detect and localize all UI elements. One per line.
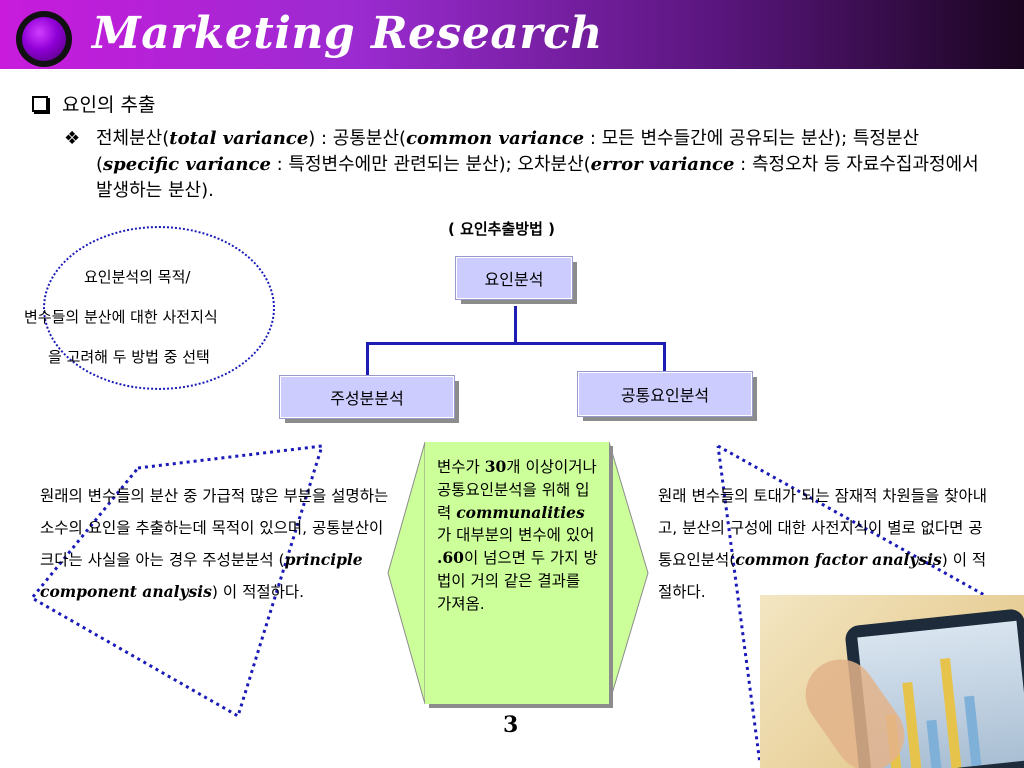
factor-analysis-label: 요인분석: [484, 270, 544, 289]
communalities-text: 변수가 30개 이상이거나 공통요인분석을 위해 입력 communalitie…: [437, 456, 599, 616]
variance-definition-text: 전체분산(total variance) : 공통분산(common varia…: [96, 126, 994, 204]
checkbox-bullet-icon: [32, 95, 48, 112]
text-run: 가 대부분의 변수에 있어: [437, 526, 595, 545]
text-run: ) 이 적절하다.: [211, 583, 305, 601]
common-factor-label: 공통요인분석: [620, 386, 710, 405]
term-communalities: communalities: [456, 502, 585, 522]
text-run: 변수가: [437, 458, 485, 476]
method-caption: ( 요인추출방법 ): [448, 220, 555, 238]
page-number: 3: [503, 712, 519, 738]
number-060: .60: [437, 548, 464, 568]
number-30: 30: [484, 457, 507, 476]
connector-line: [663, 342, 666, 372]
diamond-bullet-icon: ❖: [64, 128, 81, 149]
connector-line: [514, 306, 517, 344]
text-run: 원래 변수들의 토대가 되는 잠재적 차원들을 찾아내고, 분산의 구성에 대한…: [658, 487, 988, 569]
term-error-variance: error variance: [590, 154, 735, 175]
term-specific-variance: specific variance: [103, 154, 271, 175]
text-run: 이 넘으면 두 가지 방법이 거의 같은 결과를 가져옴.: [437, 549, 598, 613]
term-total-variance: total variance: [169, 128, 309, 149]
common-factor-box: 공통요인분석: [577, 371, 753, 417]
term-common-factor: common factor analysis: [735, 550, 942, 569]
text-run: ) : 공통분산(: [308, 128, 407, 149]
connector-line: [366, 342, 666, 345]
bullet-heading-text: 요인의 추출: [62, 94, 156, 116]
bullet-heading: 요인의 추출: [32, 90, 155, 117]
principal-component-box: 주성분분석: [279, 375, 455, 419]
text-run: ) 이 적절하다.: [658, 551, 987, 601]
communalities-card: 변수가 30개 이상이거나 공통요인분석을 위해 입력 communalitie…: [425, 442, 609, 704]
dotted-ellipse: [43, 226, 275, 390]
principal-component-label: 주성분분석: [330, 389, 404, 408]
note-line-2: 변수들의 분산에 대한 사전지식: [24, 308, 218, 326]
factor-analysis-box: 요인분석: [455, 256, 573, 300]
text-run: 전체분산(: [96, 128, 170, 149]
note-line-3: 을 고려해 두 방법 중 선택: [48, 348, 210, 366]
title-bar: Marketing Research: [0, 0, 1024, 69]
connector-line: [366, 342, 369, 376]
text-run: : 모든 변수들간에 공유되는 분산); 특정분산(: [96, 128, 920, 175]
text-run: : 측정오차 등 자료수집과정에서 발생하는 분산).: [96, 154, 979, 201]
text-run: 원래의 변수들의 분산 중 가급적 많은 부분을 설명하는 소수의 요인을 추출…: [40, 487, 389, 569]
left-chevron-shape: [387, 441, 426, 705]
term-principle-component: principle component analysis: [40, 550, 363, 601]
common-factor-description: 원래 변수들의 토대가 되는 잠재적 차원들을 찾아내고, 분산의 구성에 대한…: [658, 480, 990, 608]
slide-title: Marketing Research: [92, 8, 603, 59]
monitor-photo: [760, 595, 1024, 768]
text-run: 개 이상이거나 공통요인분석을 위해 입력: [437, 458, 597, 522]
note-line-1: 요인분석의 목적/: [84, 268, 191, 286]
purple-orb-logo: [16, 11, 72, 67]
variance-definition: ❖ 전체분산(total variance) : 공통분산(common var…: [64, 126, 994, 204]
principal-component-description: 원래의 변수들의 분산 중 가급적 많은 부분을 설명하는 소수의 요인을 추출…: [40, 480, 390, 608]
text-run: : 특정변수에만 관련되는 분산); 오차분산(: [270, 154, 591, 175]
term-common-variance: common variance: [406, 128, 585, 149]
right-chevron-shape: [608, 441, 649, 705]
